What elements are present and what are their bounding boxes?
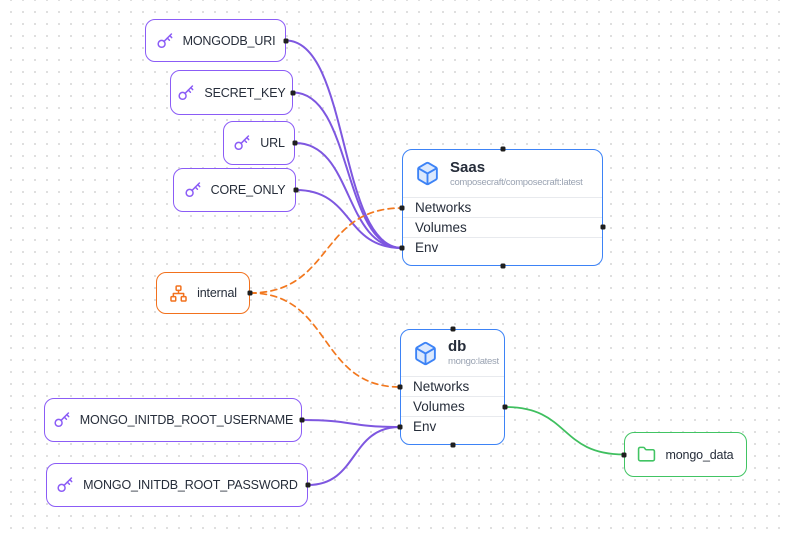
service-row-env[interactable]: Env [403,237,602,257]
service-row-networks[interactable]: Networks [401,376,504,396]
edge-MONGO_INITDB_ROOT_PASSWORD-to-db.Env[interactable] [307,426,401,486]
env-var-node-mongo_initdb_root_username[interactable]: MONGO_INITDB_ROOT_USERNAME [44,398,302,442]
key-icon [53,411,71,429]
connection-handle-saas-top[interactable] [500,146,505,152]
env-var-node-mongodb_uri[interactable]: MONGODB_URI [145,19,286,62]
edge-SECRET_KEY-to-Saas.Env[interactable] [292,91,403,249]
env-var-node-core_only[interactable]: CORE_ONLY [173,168,296,212]
connection-handle-db-volumes-right[interactable] [502,404,508,410]
env-var-label: MONGO_INITDB_ROOT_PASSWORD [83,478,298,492]
service-image-tag: mongo:latest [448,356,499,367]
edge-internal-to-Saas.Networks[interactable] [249,207,403,294]
env-var-label: MONGO_INITDB_ROOT_USERNAME [79,413,294,427]
env-var-label: CORE_ONLY [210,183,286,197]
volume-node-mongo_data[interactable]: mongo_data [624,432,747,477]
connection-handle-core_only-right[interactable] [293,187,299,193]
service-image-tag: composecraft/composecraft:latest [450,176,583,188]
connection-handle-db-env-left[interactable] [397,424,403,430]
volume-label: mongo_data [665,447,734,462]
connection-handle-mongo_data-left[interactable] [621,452,627,457]
connection-handle-saas-networks-left[interactable] [399,205,405,211]
env-var-node-secret_key[interactable]: SECRET_KEY [170,70,293,115]
edge-MONGO_INITDB_ROOT_USERNAME-to-db.Env[interactable] [301,419,401,428]
folder-icon [637,445,656,464]
key-icon [177,84,195,102]
env-var-node-url[interactable]: URL [223,121,295,165]
service-row-volumes[interactable]: Volumes [401,396,504,416]
connection-handle-saas-volumes-right[interactable] [600,224,606,230]
service-row-networks[interactable]: Networks [403,197,602,217]
connection-handle-mongodb_uri-right[interactable] [283,38,289,43]
container-icon [415,161,440,186]
key-icon [184,181,202,199]
env-var-label: URL [260,136,285,150]
service-row-volumes[interactable]: Volumes [403,217,602,237]
connection-handle-db-bottom[interactable] [450,442,455,448]
env-var-label: SECRET_KEY [204,85,286,100]
edge-internal-to-db.Networks[interactable] [249,292,401,388]
edge-URL-to-Saas.Env[interactable] [294,142,403,249]
edge-MONGODB_URI-to-Saas.Env[interactable] [285,39,403,249]
edge-CORE_ONLY-to-Saas.Env[interactable] [295,189,403,249]
network-label: internal [197,286,237,300]
key-icon [233,134,251,152]
network-icon [169,284,188,303]
connection-handle-db-networks-left[interactable] [397,384,403,390]
connection-handle-saas-env-left[interactable] [399,245,405,251]
connection-handle-mongo_initdb_root_username-right[interactable] [299,417,305,423]
connection-handle-db-top[interactable] [450,326,455,332]
connection-handle-url-right[interactable] [292,140,298,146]
connection-handle-secret_key-right[interactable] [290,90,296,95]
connection-handle-mongo_initdb_root_password-right[interactable] [305,482,311,488]
key-icon [56,476,74,494]
edge-db.Volumes-to-mongo_data[interactable] [504,406,625,456]
env-var-node-mongo_initdb_root_password[interactable]: MONGO_INITDB_ROOT_PASSWORD [46,463,308,507]
container-icon [413,341,438,366]
key-icon [156,32,174,50]
service-row-env[interactable]: Env [401,416,504,436]
connection-handle-internal-right[interactable] [247,290,253,296]
network-node-internal[interactable]: internal [156,272,250,314]
service-title: Saas [450,158,486,176]
connection-handle-saas-bottom[interactable] [500,263,505,269]
env-var-label: MONGODB_URI [182,33,276,48]
service-title: db [448,338,467,355]
